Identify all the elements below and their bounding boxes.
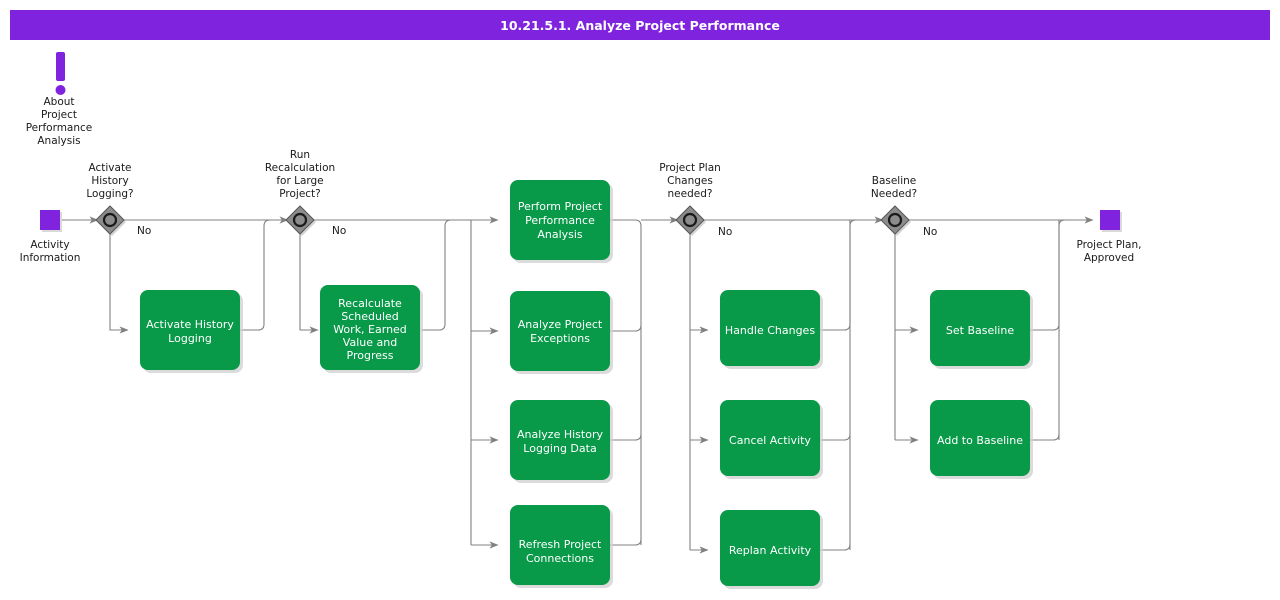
task4-label-2: Exceptions xyxy=(530,332,590,345)
gw-run-recalculation[interactable]: Run Recalculation for Large Project? No xyxy=(265,149,346,237)
start-event-label-2: Information xyxy=(20,252,81,264)
edge-gw2-to-task-recalculate xyxy=(299,234,319,334)
about-note[interactable]: About Project Performance Analysis xyxy=(26,52,93,147)
task-handle-changes[interactable]: Handle Changes xyxy=(720,290,823,369)
task6-rect xyxy=(510,505,610,585)
gateway2-label-3: for Large xyxy=(276,175,323,187)
gateway2-label-2: Recalculation xyxy=(265,162,335,174)
task7-rect xyxy=(720,290,820,366)
task-recalculate-scheduled-work[interactable]: Recalculate Scheduled Work, Earned Value… xyxy=(320,285,423,373)
task-perform-project-performance-analysis[interactable]: Perform Project Performance Analysis xyxy=(510,180,613,263)
gateway1-label-2: History xyxy=(91,175,128,187)
task5-rect xyxy=(510,400,610,480)
gateway1-inclusive-icon xyxy=(102,212,118,228)
task2-label-4: Value and xyxy=(343,336,397,349)
gateway1-label-3: Logging? xyxy=(86,188,133,200)
task7-label-1: Handle Changes xyxy=(725,324,815,337)
page-title-bar: 10.21.5.1. Analyze Project Performance xyxy=(10,10,1270,40)
task11-rect xyxy=(930,400,1030,476)
task10-label-1: Set Baseline xyxy=(946,324,1014,337)
about-note-line-3: Performance xyxy=(26,122,93,134)
task-analyze-project-exceptions[interactable]: Analyze Project Exceptions xyxy=(510,291,613,374)
gateway4-inclusive-icon xyxy=(887,212,903,228)
gateway3-label-2: Changes xyxy=(667,175,713,187)
task1-rect xyxy=(140,290,240,370)
exclamation-note-icon xyxy=(56,52,65,81)
task3-label-1: Perform Project xyxy=(518,200,603,213)
edge-task-exceptions-join xyxy=(610,324,642,332)
task-add-to-baseline[interactable]: Add to Baseline xyxy=(930,400,1033,479)
about-note-line-2: Project xyxy=(41,109,77,121)
task2-rect xyxy=(320,285,420,370)
task6-label-2: Connections xyxy=(526,552,594,565)
end-event-square xyxy=(1100,210,1120,230)
edge-task-recalculate-join xyxy=(421,219,471,331)
task3-label-3: Analysis xyxy=(537,228,583,241)
gateway2-label-4: Project? xyxy=(279,188,321,200)
task9-rect xyxy=(720,510,820,586)
task6-label-1: Refresh Project xyxy=(519,538,602,551)
task2-label-3: Work, Earned xyxy=(333,323,407,336)
gw-activate-history-logging[interactable]: Activate History Logging? No xyxy=(86,162,151,237)
edge-task-cancel-activity-join xyxy=(820,433,851,441)
edge-task-set-baseline-join xyxy=(1030,219,1093,331)
edges-group xyxy=(62,216,1094,554)
exclamation-note-dot-icon xyxy=(55,85,66,95)
page-title: 10.21.5.1. Analyze Project Performance xyxy=(500,17,780,33)
task-activate-history-logging[interactable]: Activate History Logging xyxy=(140,290,243,373)
gateway1-no-label: No xyxy=(137,225,151,237)
task2-label-5: Progress xyxy=(347,349,394,362)
about-note-line-1: About xyxy=(43,96,74,108)
task3-label-2: Performance xyxy=(525,214,595,227)
edge-task-refresh-join xyxy=(610,538,642,546)
task-refresh-project-connections[interactable]: Refresh Project Connections xyxy=(510,505,613,588)
edge-task-add-baseline-join xyxy=(1030,433,1060,441)
task8-rect xyxy=(720,400,820,476)
edge-task-handle-changes-join xyxy=(820,216,884,331)
end-event-label-2: Approved xyxy=(1084,252,1134,264)
end-event-project-plan-approved[interactable]: Project Plan, Approved xyxy=(1077,210,1142,264)
task11-label-1: Add to Baseline xyxy=(937,434,1023,447)
task3-rect xyxy=(510,180,610,260)
start-event-label-1: Activity xyxy=(30,239,69,251)
gw-baseline-needed[interactable]: Baseline Needed? No xyxy=(871,175,937,238)
task10-rect xyxy=(930,290,1030,366)
about-note-line-4: Analysis xyxy=(37,135,80,147)
task-analyze-history-logging-data[interactable]: Analyze History Logging Data xyxy=(510,400,613,483)
gateway1-label-1: Activate xyxy=(88,162,131,174)
edge-task-activate-join xyxy=(240,219,288,331)
task1-label-2: Logging xyxy=(168,332,212,345)
gateway3-inclusive-icon xyxy=(682,212,698,228)
task-cancel-activity[interactable]: Cancel Activity xyxy=(720,400,823,479)
gateway2-inclusive-icon xyxy=(292,212,308,228)
task1-label-1: Activate History xyxy=(146,318,234,331)
gateway3-label-1: Project Plan xyxy=(659,162,721,174)
task-replan-activity[interactable]: Replan Activity xyxy=(720,510,823,589)
gw-project-plan-changes[interactable]: Project Plan Changes needed? No xyxy=(659,162,732,238)
gateway3-label-3: needed? xyxy=(668,188,713,200)
task4-rect xyxy=(510,291,610,371)
start-event-activity-information[interactable]: Activity Information xyxy=(20,210,81,264)
task-set-baseline[interactable]: Set Baseline xyxy=(930,290,1033,369)
gateway2-no-label: No xyxy=(332,225,346,237)
edge-task-replan-activity-join xyxy=(820,543,851,551)
task5-label-1: Analyze History xyxy=(517,428,603,441)
edge-gw1-to-task-activate xyxy=(109,234,129,334)
start-event-square xyxy=(40,210,60,230)
task2-label-2: Scheduled xyxy=(341,310,399,323)
gateway4-label-2: Needed? xyxy=(871,188,917,200)
edge-join-bar-middle xyxy=(610,219,642,545)
task2-label-1: Recalculate xyxy=(338,297,402,310)
task5-label-2: Logging Data xyxy=(523,442,596,455)
task4-label-1: Analyze Project xyxy=(518,318,603,331)
gateway4-label-1: Baseline xyxy=(872,175,917,187)
gateway4-no-label: No xyxy=(923,226,937,238)
task9-label-1: Replan Activity xyxy=(729,544,812,557)
edge-task-history-data-join xyxy=(610,433,642,441)
task8-label-1: Cancel Activity xyxy=(729,434,811,447)
gateway3-no-label: No xyxy=(718,226,732,238)
end-event-label-1: Project Plan, xyxy=(1077,239,1142,251)
gateway2-label-1: Run xyxy=(290,149,310,161)
